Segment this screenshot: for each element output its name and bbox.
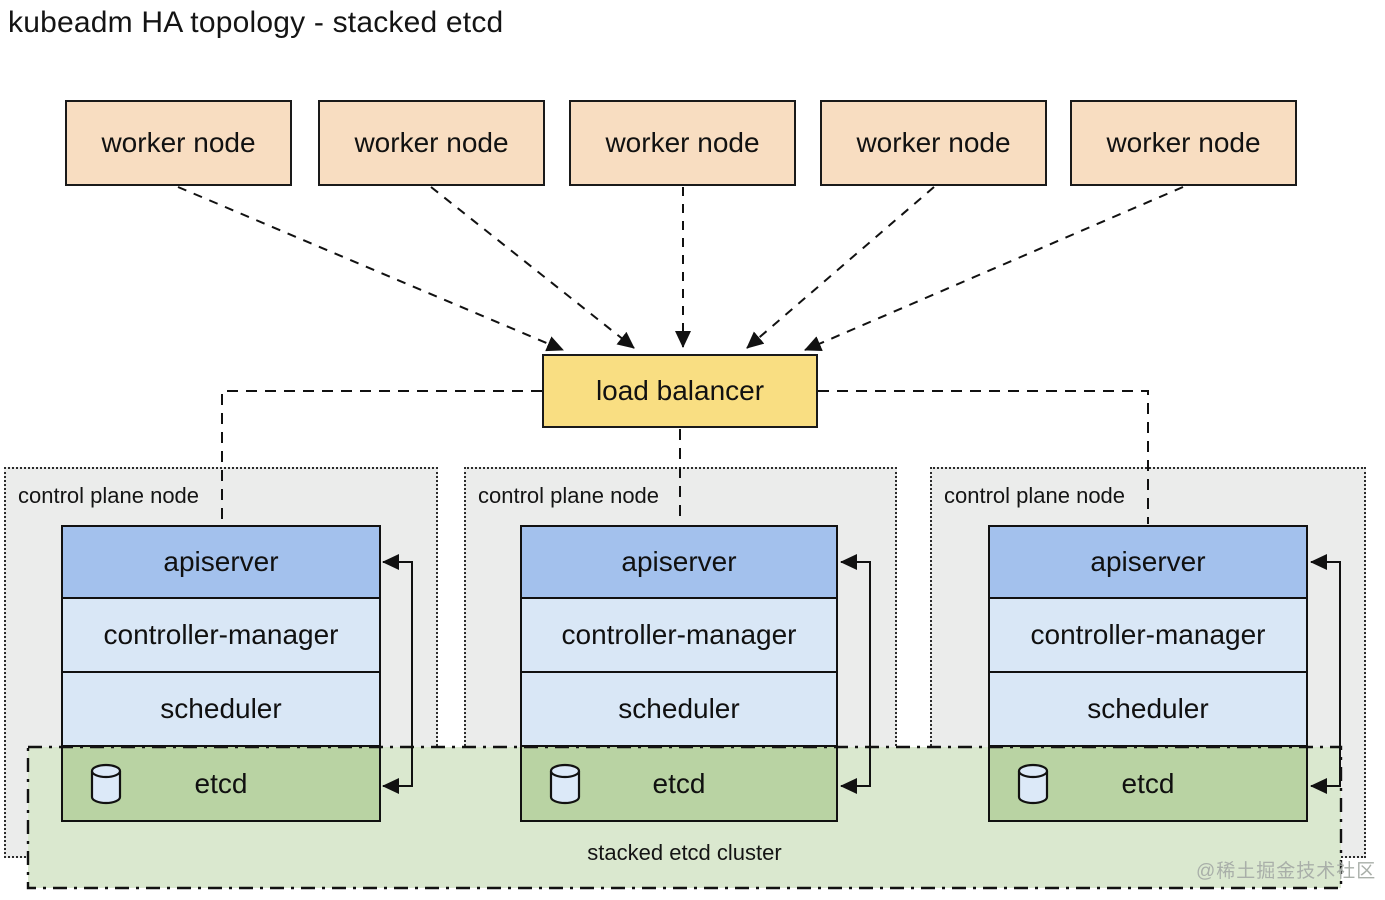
etcd-box: etcd bbox=[990, 745, 1306, 820]
component-stack-1: apiserver controller-manager scheduler e… bbox=[61, 525, 381, 822]
worker-node-box-2: worker node bbox=[318, 100, 545, 186]
controller-manager-label: controller-manager bbox=[561, 619, 797, 650]
component-stack-3: apiserver controller-manager scheduler e… bbox=[988, 525, 1308, 822]
component-stack-2: apiserver controller-manager scheduler e… bbox=[520, 525, 838, 822]
scheduler-label: scheduler bbox=[618, 693, 740, 724]
worker4-to-lb-arrow bbox=[746, 186, 935, 349]
worker-node-label: worker node bbox=[605, 127, 760, 158]
worker-node-box-5: worker node bbox=[1070, 100, 1297, 186]
apiserver-label: apiserver bbox=[163, 546, 279, 577]
worker-node-box-4: worker node bbox=[820, 100, 1047, 186]
watermark: @稀土掘金技术社区 bbox=[1196, 861, 1377, 882]
control-plane-label: control plane node bbox=[478, 483, 660, 508]
worker-node-box-1: worker node bbox=[65, 100, 292, 186]
load-balancer-box: load balancer bbox=[542, 354, 818, 428]
etcd-label: etcd bbox=[1121, 767, 1175, 799]
worker-node-label: worker node bbox=[856, 127, 1011, 158]
apiserver-box: apiserver bbox=[990, 527, 1306, 597]
scheduler-box: scheduler bbox=[63, 671, 379, 745]
database-icon bbox=[549, 763, 581, 804]
database-icon bbox=[90, 763, 122, 804]
controller-manager-box: controller-manager bbox=[990, 597, 1306, 671]
apiserver-box: apiserver bbox=[63, 527, 379, 597]
controller-manager-label: controller-manager bbox=[103, 619, 339, 650]
page-title: kubeadm HA topology - stacked etcd bbox=[8, 6, 504, 39]
controller-manager-box: controller-manager bbox=[522, 597, 836, 671]
scheduler-label: scheduler bbox=[160, 693, 282, 724]
apiserver-label: apiserver bbox=[1090, 546, 1206, 577]
etcd-box: etcd bbox=[522, 745, 836, 820]
worker2-to-lb-arrow bbox=[430, 186, 635, 349]
worker-node-label: worker node bbox=[101, 127, 256, 158]
etcd-box: etcd bbox=[63, 745, 379, 820]
apiserver-label: apiserver bbox=[621, 546, 737, 577]
worker-node-label: worker node bbox=[1106, 127, 1261, 158]
load-balancer-label: load balancer bbox=[595, 375, 765, 406]
control-plane-label: control plane node bbox=[944, 483, 1126, 508]
controller-manager-box: controller-manager bbox=[63, 597, 379, 671]
apiserver-box: apiserver bbox=[522, 527, 836, 597]
control-plane-label: control plane node bbox=[18, 483, 200, 508]
scheduler-label: scheduler bbox=[1087, 693, 1209, 724]
worker-node-label: worker node bbox=[354, 127, 509, 158]
worker1-to-lb-arrow bbox=[177, 186, 564, 352]
database-icon bbox=[1017, 763, 1049, 804]
worker-node-box-3: worker node bbox=[569, 100, 796, 186]
worker5-to-lb-arrow bbox=[804, 186, 1184, 352]
etcd-label: etcd bbox=[652, 767, 706, 799]
controller-manager-label: controller-manager bbox=[1030, 619, 1266, 650]
etcd-label: etcd bbox=[194, 767, 248, 799]
scheduler-box: scheduler bbox=[990, 671, 1306, 745]
stacked-etcd-cluster-label: stacked etcd cluster bbox=[587, 840, 782, 865]
scheduler-box: scheduler bbox=[522, 671, 836, 745]
